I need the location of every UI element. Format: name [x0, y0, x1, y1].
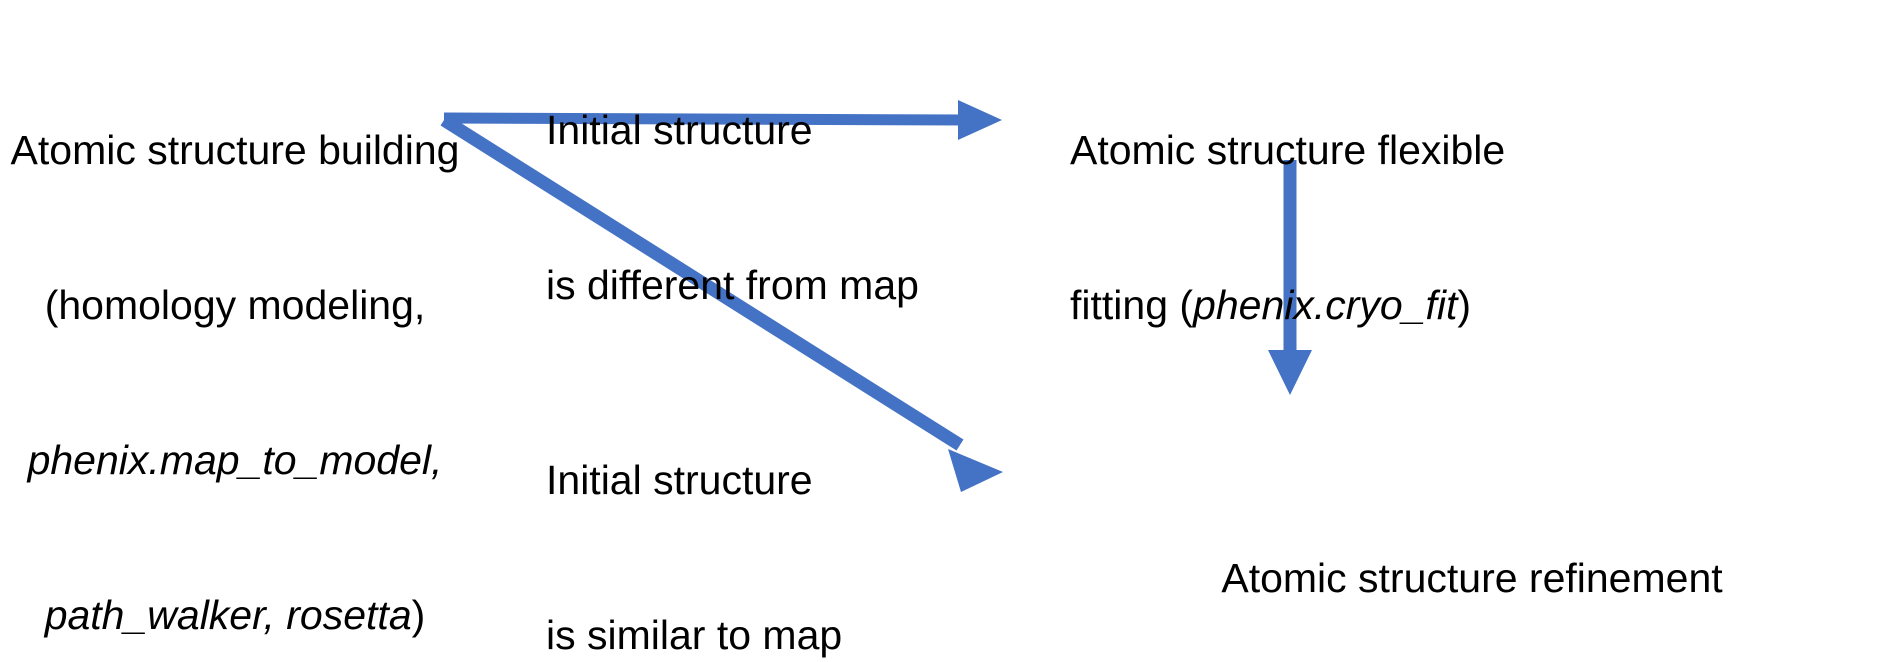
edge-label-initial-structure-different: Initial structure is different from map [546, 2, 926, 415]
node-fit-line-1: Atomic structure flexible [1070, 127, 1506, 174]
node-building-line-4: path_walker, rosetta) [0, 590, 470, 642]
node-building-line-2: (homology modeling, [44, 282, 426, 329]
node-atomic-structure-flexible-fitting: Atomic structure flexible fitting (pheni… [1070, 22, 1590, 435]
edge-label-initial-structure-similar: Initial structure is similar to map [546, 352, 926, 662]
node-building-line-3: phenix.map_to_model, [0, 435, 470, 487]
node-atomic-structure-building: Atomic structure building (homology mode… [0, 22, 470, 662]
node-refine-line-1: Atomic structure refinement [1221, 555, 1723, 602]
node-building-line-4-tail: ) [411, 592, 426, 639]
node-building-line-3-italic: phenix.map_to_model, [27, 437, 443, 484]
edge-label-different-line-1: Initial structure [546, 107, 813, 154]
node-fit-line-2-italic: phenix.cryo_fit [1193, 282, 1458, 329]
edge-label-different-line-2: is different from map [546, 262, 919, 309]
edge-label-similar-line-2: is similar to map [546, 612, 843, 659]
node-building-line-1: Atomic structure building [10, 127, 460, 174]
node-building-line-4-italic: path_walker, rosetta [44, 592, 412, 639]
edge-label-similar-line-1: Initial structure [546, 457, 813, 504]
node-fit-line-2-tail: ) [1457, 282, 1472, 329]
node-atomic-structure-refinement: Atomic structure refinement (phenix.real… [1060, 450, 1884, 662]
node-fit-line-2: fitting (phenix.cryo_fit) [1070, 280, 1590, 332]
node-fit-line-2-head: fitting ( [1070, 282, 1194, 329]
